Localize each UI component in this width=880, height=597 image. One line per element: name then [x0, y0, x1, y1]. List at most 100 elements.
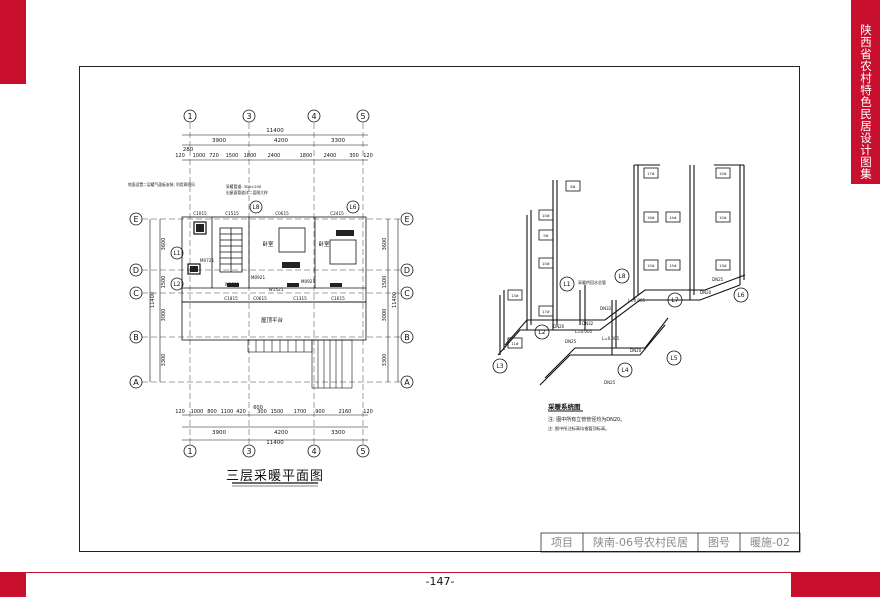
axis-label-left-C: C	[133, 289, 139, 298]
dim-bottom-detail-9: 900	[315, 409, 325, 415]
title-block-project-name: 陕南-06号农村民居	[593, 536, 688, 549]
elevation-label-3: L=0.005	[602, 336, 619, 341]
axis-label-bottom-5: 5	[360, 447, 365, 456]
system-radiators	[507, 167, 731, 349]
dim-left-2: 1500	[161, 276, 167, 289]
radiator-label-7: 11#	[511, 342, 519, 346]
plan-note-2: 采暖管道: 300×200	[226, 184, 262, 189]
dim-bottom-detail-6: 300	[257, 409, 267, 415]
plan-code-W1521-a: W1521	[269, 287, 284, 292]
axis-label-right-A: A	[404, 378, 410, 387]
dim-top-detail-8: 2400	[324, 153, 337, 159]
red-corner-block-bottom-right	[791, 572, 880, 597]
plan-hatch-2	[187, 263, 201, 275]
plan-code-C1815: C1815	[224, 296, 238, 301]
dim-bottom-detail-2: 1000	[191, 409, 204, 415]
plan-external-stair	[247, 339, 353, 389]
axis-bubble-bottom-4	[307, 444, 321, 458]
system-riser-L2	[534, 324, 550, 340]
dim-bottom-small: 600	[253, 405, 263, 411]
dim-bottom-detail-5: 420	[236, 409, 246, 415]
system-riser-L1-label: L1	[563, 281, 570, 288]
plan-code-M0921-a: M0921	[251, 275, 266, 280]
dim-left-4: 3300	[161, 354, 167, 367]
plan-code-M0721: M0721	[200, 258, 215, 263]
plan-grid-lines	[142, 123, 400, 445]
system-riser-L7	[667, 292, 683, 308]
radiator-label-1: 8#	[570, 185, 575, 189]
axis-label-top-3: 3	[246, 112, 251, 121]
system-riser-L4	[617, 362, 633, 378]
plan-bed-left	[278, 227, 306, 253]
dim-right-4: 3300	[382, 354, 388, 367]
axis-bubble-bottom-1	[183, 444, 197, 458]
system-note-1: 注: 图中所有立管管径均为DN20。	[548, 416, 625, 423]
dim-right-2: 1500	[382, 276, 388, 289]
pipe-label-2: DN25	[565, 339, 577, 344]
radiator-label-14: 15#	[669, 264, 677, 268]
system-riser-L5	[666, 350, 682, 366]
radiator-label-8: 17#	[647, 172, 655, 176]
radiator-label-12: 10#	[719, 216, 727, 220]
dim-top-mid-3: 3300	[331, 138, 345, 144]
radiator-label-11: 14#	[669, 216, 677, 220]
axis-label-right-C: C	[404, 289, 410, 298]
axis-bubble-left-D	[129, 263, 143, 277]
axis-label-left-D: D	[133, 266, 139, 275]
dim-top-detail-4: 1500	[226, 153, 239, 159]
dim-bottom-detail-3: 800	[207, 409, 217, 415]
plan-stair	[219, 227, 243, 273]
plan-room-bedroom-left: 卧室	[262, 240, 274, 248]
radiator-label-5: 13#	[511, 294, 519, 298]
plan-riser-L6-label: L6	[349, 204, 356, 211]
dim-bottom-mid-3: 3300	[331, 430, 345, 436]
title-block-project-label: 项目	[551, 536, 573, 549]
radiator-label-13: 15#	[647, 264, 655, 268]
axis-bubble-right-D	[400, 263, 414, 277]
plan-note-3: 出屋面管道详二层图大样	[226, 190, 268, 195]
side-tab-title: 陕西省农村特色民居设计图集	[859, 24, 873, 180]
plan-code-C0615-b: C0615	[253, 296, 267, 301]
red-corner-block-bottom-left	[0, 572, 26, 597]
dim-bottom-mid-1: 3900	[212, 430, 226, 436]
title-block-drawing-no-label: 图号	[708, 536, 730, 549]
elevation-label-1: L=0.005	[628, 298, 645, 303]
plan-room-roof-terrace: 屋顶平台	[261, 316, 284, 324]
dim-top-detail-9: 300	[349, 153, 359, 159]
system-riser-L6-label: L6	[737, 292, 744, 299]
axis-label-right-D: D	[404, 266, 410, 275]
axis-bubble-bottom-3	[242, 444, 256, 458]
axis-label-top-4: 4	[311, 112, 316, 121]
axis-bubble-right-E	[400, 212, 414, 226]
dim-bottom-detail-7: 1500	[271, 409, 284, 415]
axis-label-right-B: B	[404, 333, 410, 342]
system-riser-L3	[492, 358, 508, 374]
plan-room-bedroom-right: 卧室	[318, 240, 330, 248]
dim-left-total: 11400	[150, 292, 156, 308]
plan-riser-L8	[249, 200, 263, 214]
dim-top-detail-5: 1800	[244, 153, 257, 159]
dim-top-mid-1: 3900	[212, 138, 226, 144]
axis-label-top-5: 5	[360, 112, 365, 121]
elevation-label-2: L=0.005	[575, 329, 592, 334]
axis-label-left-A: A	[133, 378, 139, 387]
plan-code-C0615: C0615	[275, 211, 289, 216]
plan-riser-L2	[170, 277, 184, 291]
axis-label-left-E: E	[133, 215, 138, 224]
dim-left-3: 3000	[161, 309, 167, 322]
axis-label-bottom-1: 1	[187, 447, 192, 456]
dim-right-1: 3600	[382, 238, 388, 251]
plan-code-C1315: C1315	[293, 296, 307, 301]
radiator-label-4: 10#	[542, 262, 550, 266]
axis-label-left-B: B	[133, 333, 139, 342]
plan-fixtures	[190, 224, 354, 287]
radiator-label-10: 16#	[647, 216, 655, 220]
dim-bottom-detail-11: 120	[363, 409, 373, 415]
plan-dimension-lines	[149, 134, 399, 441]
axis-bubble-top-4	[307, 109, 321, 123]
pipe-label-6: DN25	[712, 277, 724, 282]
plan-code-C1515: C1515	[225, 211, 239, 216]
dim-top-280: 280	[183, 147, 194, 153]
axis-label-bottom-3: 3	[246, 447, 251, 456]
